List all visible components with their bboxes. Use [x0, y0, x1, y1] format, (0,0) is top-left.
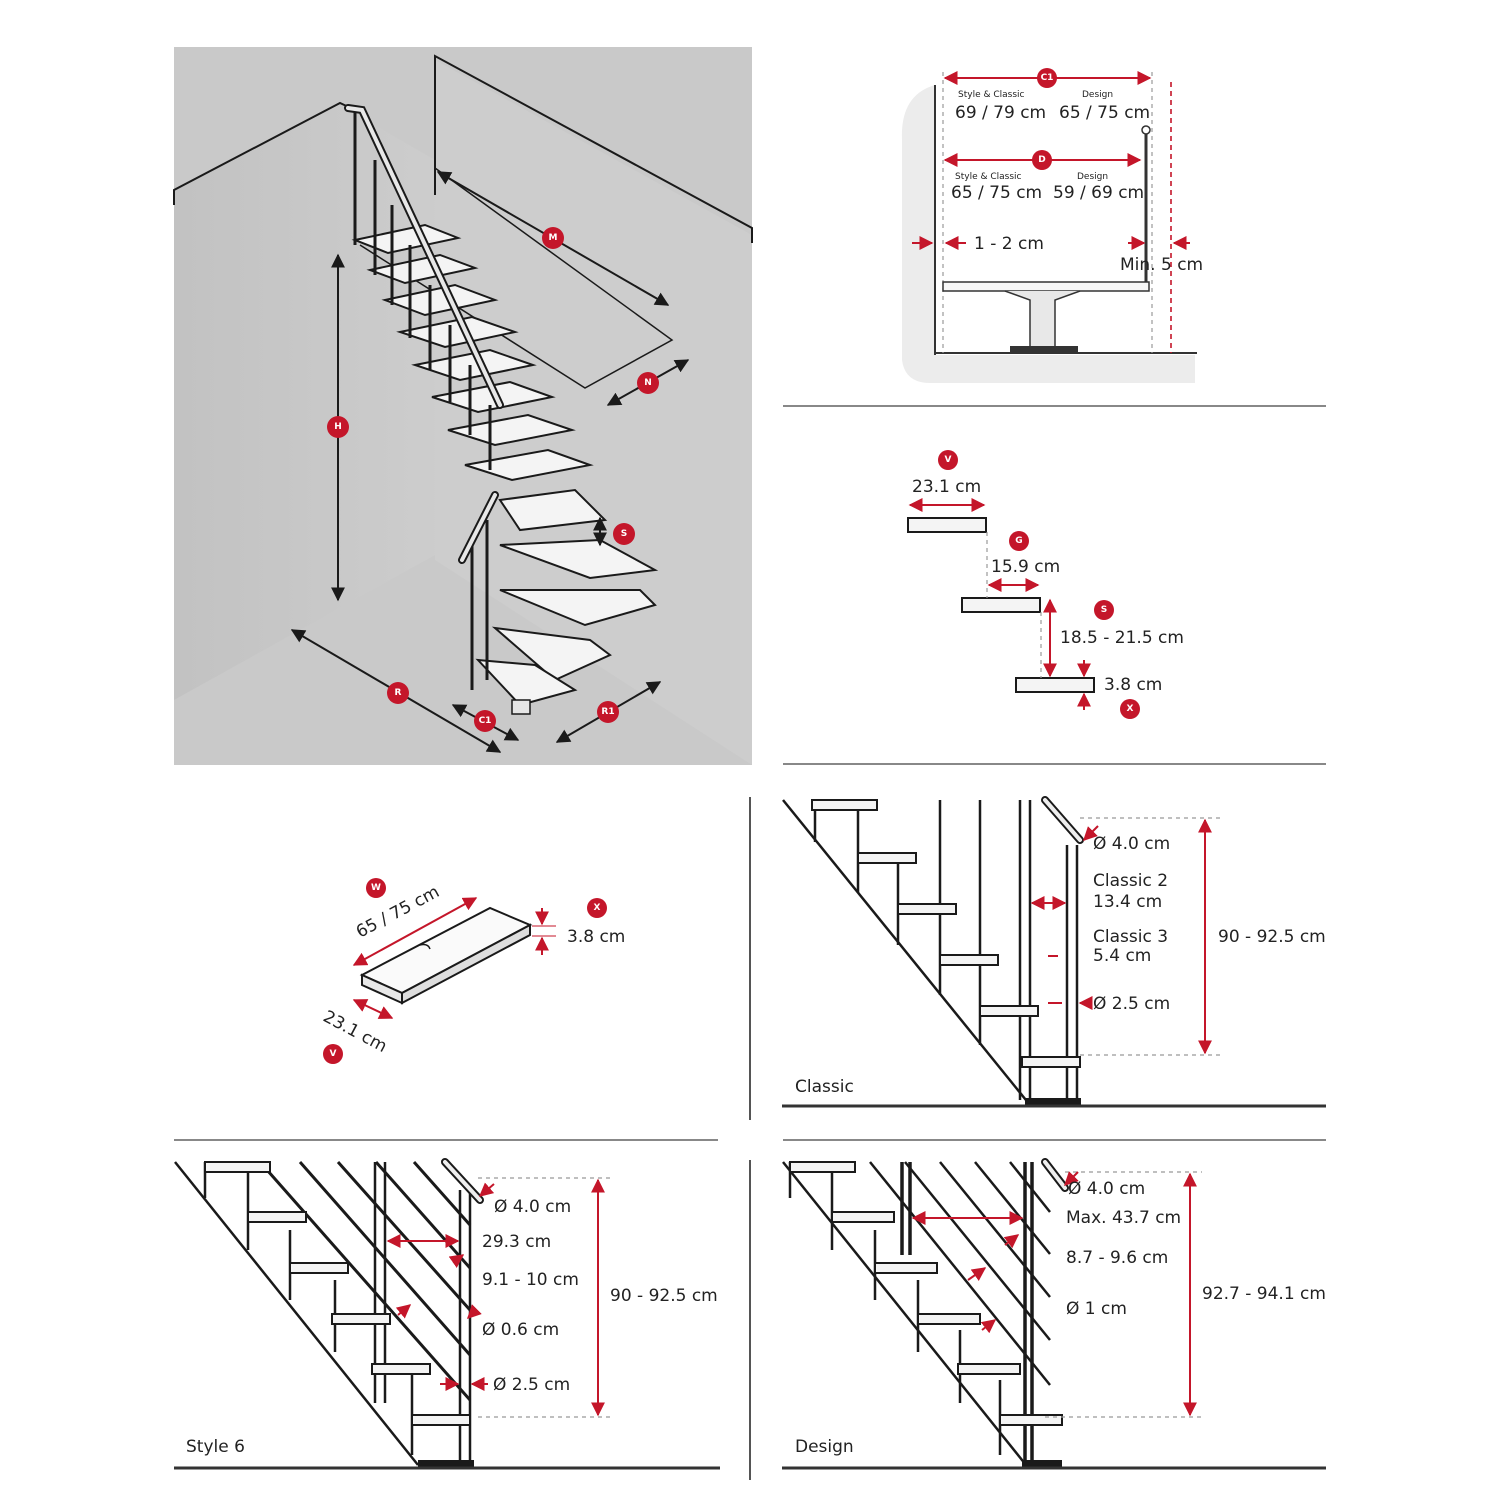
v-value: 23.1 cm [912, 477, 981, 497]
x-value: 3.8 cm [1104, 675, 1162, 695]
g-value: 15.9 cm [991, 557, 1060, 577]
d-left-head: Style & Classic [955, 172, 1022, 182]
svg-text:R: R [395, 688, 402, 698]
design-bar-gap: 8.7 - 9.6 cm [1066, 1248, 1168, 1268]
classic-post-dia: Ø 2.5 cm [1093, 994, 1170, 1014]
stair-winder-flight [475, 488, 659, 715]
classic-title: Classic [795, 1077, 854, 1097]
design-panel: 92.7 - 94.1 cm Ø 4.0 cm Max. 43.7 cm 8.7… [782, 1158, 1326, 1470]
g-badge: G [1015, 536, 1022, 546]
style6-post-dia: Ø 2.5 cm [493, 1375, 570, 1395]
style6-bar-dia: Ø 0.6 cm [482, 1320, 559, 1340]
design-title: Design [795, 1437, 854, 1457]
perspective-view: M N H S R C1 R1 [173, 47, 753, 765]
svg-text:R1: R1 [601, 707, 614, 717]
style6-height: 90 - 92.5 cm [610, 1286, 718, 1306]
svg-text:C1: C1 [479, 716, 492, 726]
svg-text:H: H [334, 422, 342, 432]
badge-h: H [327, 416, 349, 438]
badge-c1: C1 [474, 710, 496, 732]
gap-min-label: Min. 5 cm [1120, 255, 1203, 275]
design-height: 92.7 - 94.1 cm [1202, 1284, 1326, 1304]
badge-r: R [387, 682, 409, 704]
classic-rail-dia: Ø 4.0 cm [1093, 834, 1170, 854]
svg-text:M: M [549, 233, 558, 243]
d-right-value: 59 / 69 cm [1053, 183, 1144, 203]
classic-2-value: 13.4 cm [1093, 892, 1162, 912]
style6-spacing: 29.3 cm [482, 1232, 551, 1252]
w-badge: W [371, 883, 381, 893]
badge-n: N [637, 372, 659, 394]
tread-panel: W 65 / 75 cm X 3.8 cm 23.1 cm V [320, 878, 625, 1064]
x-badge: X [1127, 704, 1134, 714]
badge-m: M [542, 227, 564, 249]
style6-bar-gap: 9.1 - 10 cm [482, 1270, 579, 1290]
w-value: 65 / 75 cm [353, 882, 443, 942]
classic-height: 90 - 92.5 cm [1218, 927, 1326, 947]
design-rail-dia: Ø 4.0 cm [1068, 1179, 1145, 1199]
classic-3-name: Classic 3 [1093, 927, 1168, 947]
c1-right-value: 65 / 75 cm [1059, 103, 1150, 123]
badge-r1: R1 [597, 701, 619, 723]
handrail-width-panel: C1 Style & Classic 69 / 79 cm Design 65 … [901, 68, 1203, 383]
c1-left-head: Style & Classic [958, 90, 1025, 100]
style6-rail-dia: Ø 4.0 cm [494, 1197, 571, 1217]
step-profile-panel: V 23.1 cm G 15.9 cm S 18.5 - 21.5 cm X 3… [907, 450, 1184, 719]
s-value: 18.5 - 21.5 cm [1060, 628, 1184, 648]
style6-panel: 90 - 92.5 cm Ø 4.0 cm 29.3 cm 9.1 - 10 c… [174, 1158, 720, 1470]
c1-left-value: 69 / 79 cm [955, 103, 1046, 123]
style6-title: Style 6 [186, 1437, 245, 1457]
design-max-gap: Max. 43.7 cm [1066, 1208, 1181, 1228]
classic-panel: 90 - 92.5 cm Ø 4.0 cm Classic 2 13.4 cm … [782, 796, 1326, 1108]
d-right-head: Design [1077, 172, 1108, 182]
gap-wall-label: 1 - 2 cm [974, 234, 1044, 254]
c1-right-head: Design [1082, 90, 1113, 100]
d-left-value: 65 / 75 cm [951, 183, 1042, 203]
badge-s: S [613, 523, 635, 545]
classic-2-name: Classic 2 [1093, 871, 1168, 891]
tread-v-badge: V [330, 1049, 337, 1059]
tread-x-value: 3.8 cm [567, 927, 625, 947]
c1-badge: C1 [1041, 73, 1054, 83]
tread-x-badge: X [594, 903, 601, 913]
design-bar-dia: Ø 1 cm [1066, 1299, 1127, 1319]
svg-text:N: N [644, 378, 652, 388]
svg-text:S: S [621, 529, 627, 539]
classic-3-value: 5.4 cm [1093, 946, 1151, 966]
v-badge: V [945, 455, 952, 465]
d-badge: D [1038, 155, 1045, 165]
s-badge: S [1101, 605, 1107, 615]
